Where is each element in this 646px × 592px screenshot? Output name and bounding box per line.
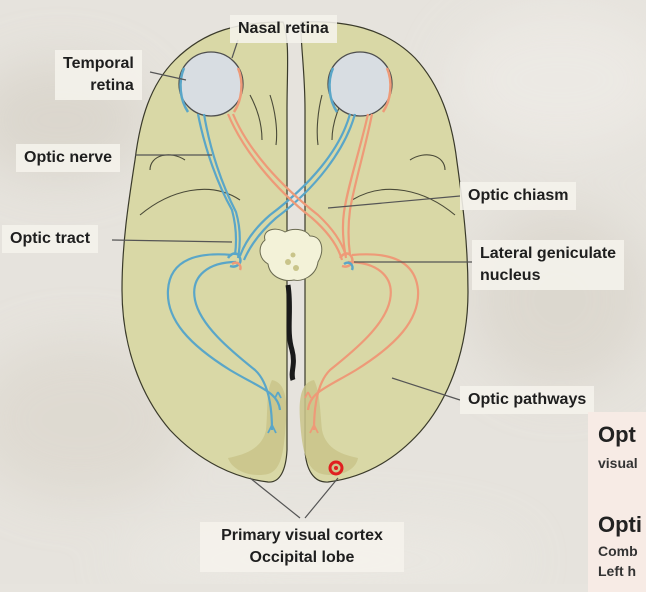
panel-heading-2: Opti	[598, 512, 642, 537]
panel-heading-1: Opt	[598, 422, 636, 447]
label-nasal-retina: Nasal retina	[230, 15, 337, 43]
label-optic-chiasm: Optic chiasm	[460, 182, 577, 210]
left-visual-cortex	[228, 380, 287, 476]
side-info-panel: Opt visual Opti Comb Left h	[588, 412, 646, 592]
cursor-marker	[328, 460, 344, 476]
gyri-lines	[139, 94, 456, 216]
longitudinal-fissure	[285, 284, 296, 381]
label-optic-pathways: Optic pathways	[460, 386, 595, 414]
label-optic-tract: Optic tract	[2, 225, 99, 253]
panel-subtext-1: visual	[598, 455, 638, 471]
right-hemisphere	[300, 21, 469, 483]
right-visual-cortex	[299, 380, 358, 476]
right-pathway	[226, 113, 420, 431]
lgn-markers	[226, 252, 354, 271]
panel-subtext-2b: Left h	[598, 563, 637, 579]
right-eye	[327, 51, 393, 117]
leader-lines	[111, 39, 472, 519]
cortex-terminals	[267, 391, 319, 434]
left-pathway	[166, 113, 357, 431]
left-eye	[178, 51, 244, 117]
left-hemisphere	[121, 21, 289, 483]
panel-subtext-2a: Comb	[598, 543, 638, 559]
label-optic-nerve: Optic nerve	[16, 144, 121, 172]
